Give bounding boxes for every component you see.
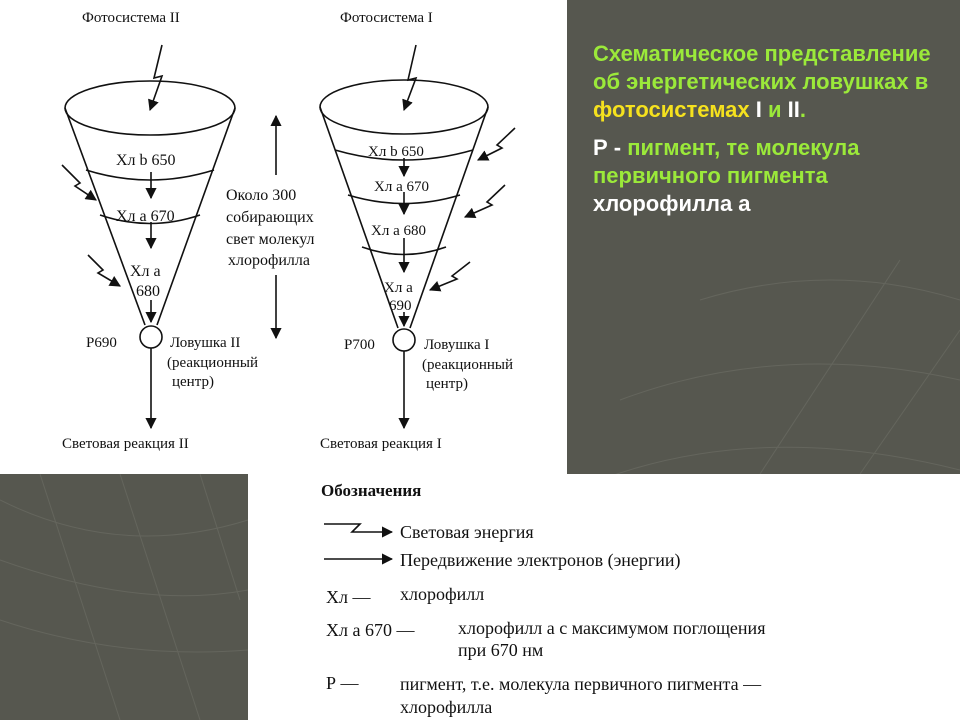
panel-period: . bbox=[799, 97, 806, 122]
ps1-level-2: Хл a 670 bbox=[374, 179, 429, 195]
ps1-trap: Ловушка I bbox=[424, 337, 489, 353]
panel-heading-yellow: фотосистемах bbox=[593, 97, 750, 122]
panel-p-green: пигмент, те молекула первичного пигмента bbox=[593, 135, 860, 188]
scan-legend bbox=[248, 474, 960, 720]
legend-chl670-val2: при 670 нм bbox=[458, 640, 543, 660]
ps2-trap: Ловушка II bbox=[170, 335, 240, 351]
ps2-center-label: P690 bbox=[86, 335, 117, 351]
ps1-level-1: Хл b 650 bbox=[368, 144, 424, 160]
middle-note-1: Около 300 bbox=[226, 187, 296, 204]
legend-p-key: Р — bbox=[326, 673, 360, 693]
middle-note-2: собирающих bbox=[226, 209, 314, 226]
ps1-reaction: Световая реакция I bbox=[320, 436, 442, 452]
middle-note-4: хлорофилла bbox=[228, 252, 310, 269]
legend-chl670-val1: хлорофилл a с максимумом поглощения bbox=[458, 618, 765, 638]
ps2-cone bbox=[61, 44, 236, 430]
ps2-level-1: Хл b 650 bbox=[116, 152, 176, 169]
legend-p-val2: хлорофилла bbox=[400, 697, 492, 717]
panel-heading: Схематическое представление об энергетич… bbox=[593, 40, 953, 124]
panel-numeral-1: I bbox=[749, 97, 768, 122]
explanation-panel: Схематическое представление об энергетич… bbox=[593, 40, 953, 218]
legend-p-val1: пигмент, т.е. молекула первичного пигмен… bbox=[400, 674, 762, 694]
middle-note-3: свет молекул bbox=[226, 231, 315, 248]
panel-numeral-2: II bbox=[781, 97, 800, 122]
ps1-level-5: 690 bbox=[389, 298, 412, 314]
ps1-trap-sub1: (реакционный bbox=[422, 357, 513, 373]
ps1-title: Фотосистема I bbox=[340, 10, 433, 26]
ps2-title: Фотосистема II bbox=[82, 10, 180, 26]
panel-conj: и bbox=[768, 97, 782, 122]
ps2-trap-sub1: (реакционный bbox=[167, 355, 258, 371]
ps2-level-3: Хл a bbox=[130, 263, 161, 280]
legend-chl670-key: Хл a 670 — bbox=[326, 620, 415, 640]
ps2-level-4: 680 bbox=[136, 283, 160, 300]
ps2-level-2: Хл a 670 bbox=[116, 208, 175, 225]
panel-p-prefix: Р - bbox=[593, 135, 622, 160]
ps1-center-label: P700 bbox=[344, 337, 375, 353]
scan-upper bbox=[0, 0, 567, 474]
panel-p-white: хлорофилла а bbox=[593, 191, 751, 216]
panel-p-definition: Р - пигмент, те молекула первичного пигм… bbox=[593, 134, 953, 218]
legend-light-energy: Световая энергия bbox=[400, 522, 534, 542]
ps1-trap-sub2: центр) bbox=[426, 376, 468, 392]
legend-chl-val: хлорофилл bbox=[400, 584, 484, 604]
ps2-trap-sub2: центр) bbox=[172, 374, 214, 390]
ps1-level-3: Хл a 680 bbox=[371, 223, 426, 239]
ps1-cone bbox=[319, 44, 516, 430]
legend-chl-key: Хл — bbox=[326, 587, 371, 607]
ps2-reaction: Световая реакция II bbox=[62, 436, 189, 452]
legend-electron-move: Передвижение электронов (энергии) bbox=[400, 550, 681, 571]
panel-heading-green: Схематическое представление об энергетич… bbox=[593, 41, 931, 94]
ps1-level-4: Хл a bbox=[384, 280, 413, 296]
legend-title: Обозначения bbox=[321, 481, 421, 500]
